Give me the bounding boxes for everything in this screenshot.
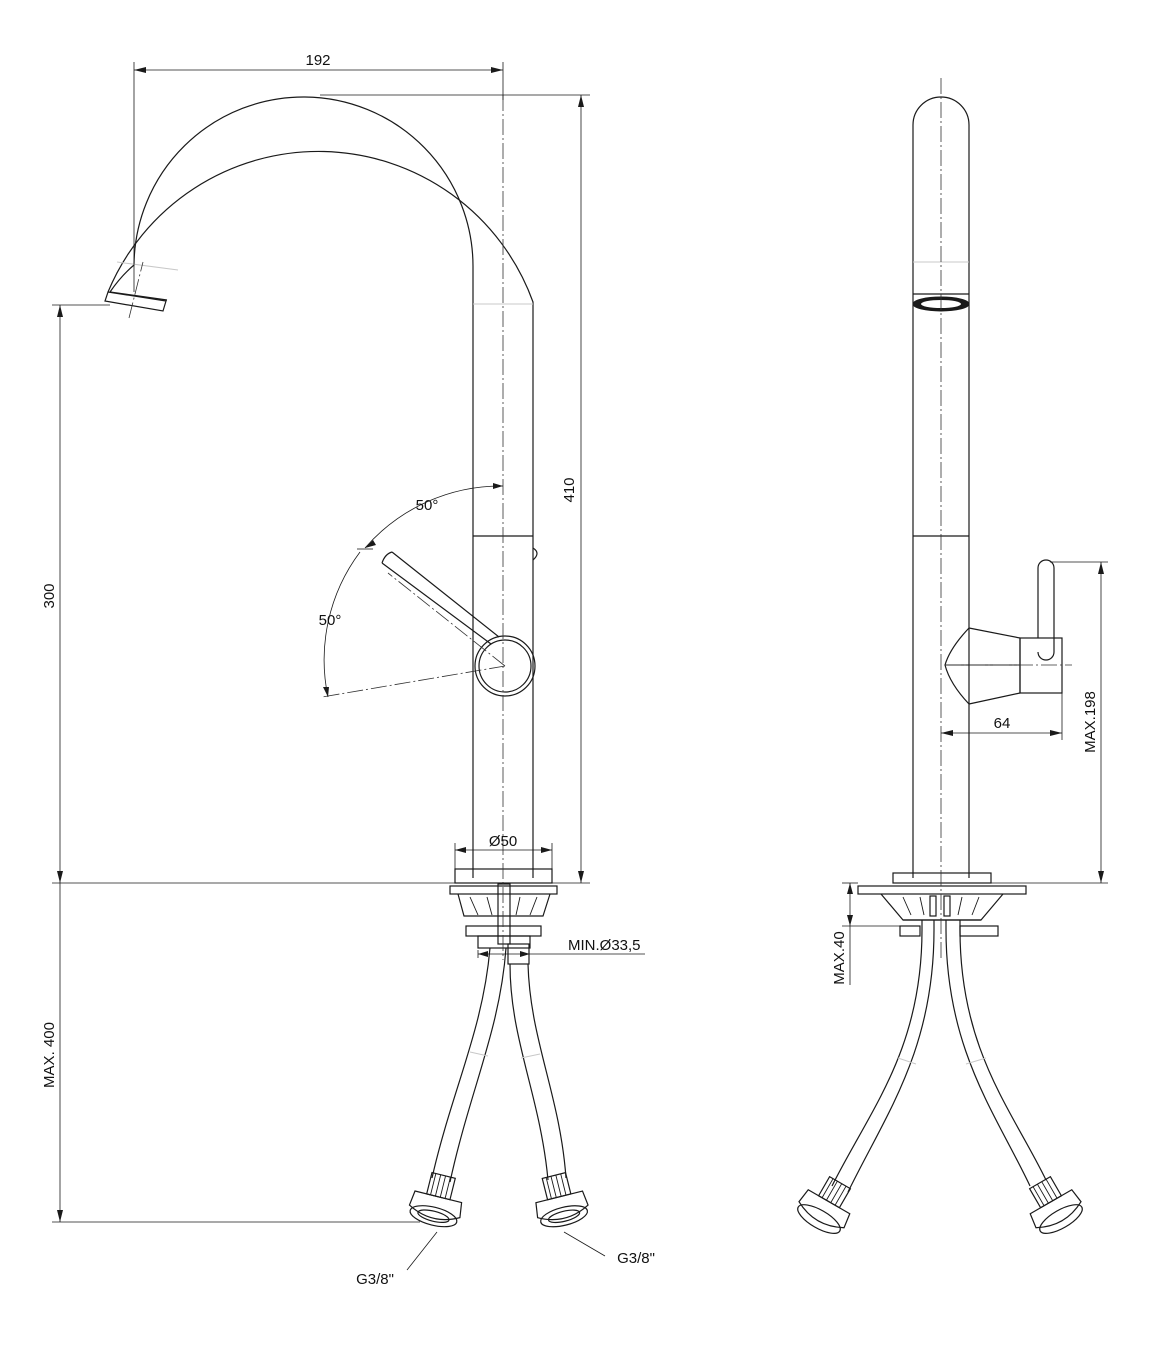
lever [381,551,536,697]
dim-lever-offset: 64 [994,715,1011,732]
dim-lever-angle-forward: 50° [416,497,439,514]
dim-total-height: 410 [561,477,578,502]
side-hoses [831,920,1047,1193]
hose-fittings [408,1171,589,1228]
dim-base-diameter: Ø50 [489,833,517,850]
dim-lever-height: MAX.198 [1082,691,1099,753]
side-lever-housing [944,559,1063,705]
spout [104,96,534,878]
aerator-button [532,547,538,561]
front-dimension-labels: 192 410 300 50° 50° Ø50 MIN.Ø33,5 MAX. 4… [41,52,655,1288]
dim-hole-min: MIN.Ø33,5 [568,937,641,954]
front-centerlines [128,95,506,960]
front-dimension-lines [52,62,645,1271]
front-view: 192 410 300 50° 50° Ø50 MIN.Ø33,5 MAX. 4… [41,52,655,1288]
dim-connection-right: G3/8" [617,1250,655,1267]
side-dimension-lines [842,561,1108,985]
dim-spout-height: 300 [41,583,58,608]
side-centerlines [940,78,1072,960]
dim-hose-length: MAX. 400 [41,1022,58,1088]
side-view: 64 MAX.198 MAX.40 [797,78,1108,1234]
lever-angle-arcs [323,483,504,698]
dim-spout-reach: 192 [305,52,330,69]
dim-deck-thickness: MAX.40 [831,931,848,984]
side-base [857,872,1027,937]
side-hose-fittings [797,1175,1083,1234]
hoses [431,947,567,1183]
side-dimension-labels: 64 MAX.198 MAX.40 [831,691,1099,985]
dim-connection-left: G3/8" [356,1271,394,1288]
dim-lever-angle-back: 50° [319,612,342,629]
